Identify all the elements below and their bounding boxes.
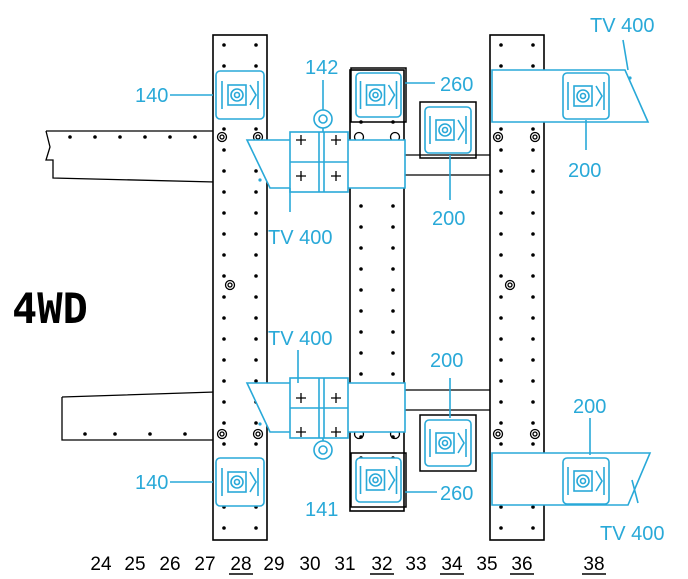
label-tv400-top-right: TV 400 — [590, 15, 654, 37]
axis-tick-33: 33 — [405, 554, 426, 575]
label-140-top: 140 — [135, 85, 168, 107]
label-142: 142 — [305, 57, 338, 79]
label-tv400-top-mid: TV 400 — [268, 227, 332, 249]
leader-lines — [170, 39, 639, 504]
center-plate-crosses — [296, 135, 341, 437]
axis-tick-32: 32 — [371, 554, 392, 575]
label-tv400-mid: TV 400 — [268, 328, 332, 350]
label-260-low: 260 — [440, 483, 473, 505]
clamps — [215, 67, 610, 508]
axis-scale: 24 25 26 27 28 29 30 31 32 33 34 35 36 38 — [90, 554, 606, 575]
label-140-low: 140 — [135, 472, 168, 494]
axis-tick-29: 29 — [263, 554, 284, 575]
axis-tick-27: 27 — [194, 554, 215, 575]
axis-tick-38: 38 — [583, 554, 604, 575]
axis-tick-26: 26 — [159, 554, 180, 575]
label-tv400-low-right: TV 400 — [600, 523, 664, 545]
upper-left-arm — [45, 130, 216, 183]
label-141: 141 — [305, 499, 338, 521]
rail-round-holes — [216, 131, 541, 440]
axis-tick-35: 35 — [476, 554, 497, 575]
axis-tick-30: 30 — [299, 554, 320, 575]
axis-tick-34: 34 — [441, 554, 463, 575]
label-200-top-mid: 200 — [432, 208, 465, 230]
label-200-low-right: 200 — [573, 396, 606, 418]
lower-left-arm — [61, 391, 216, 441]
ring-141-icon — [313, 438, 333, 460]
label-200-top-right: 200 — [568, 160, 601, 182]
axis-tick-24: 24 — [90, 554, 112, 575]
label-260-top: 260 — [440, 74, 473, 96]
axis-tick-25: 25 — [124, 554, 145, 575]
axis-tick-28: 28 — [230, 554, 251, 575]
label-200-low-mid: 200 — [430, 350, 463, 372]
axis-tick-31: 31 — [334, 554, 355, 575]
ring-142-icon — [313, 109, 333, 132]
axis-tick-36: 36 — [511, 554, 532, 575]
title-4wd: 4WD — [12, 284, 88, 333]
rail-32 — [349, 69, 405, 512]
center-plate-lines — [290, 132, 348, 438]
